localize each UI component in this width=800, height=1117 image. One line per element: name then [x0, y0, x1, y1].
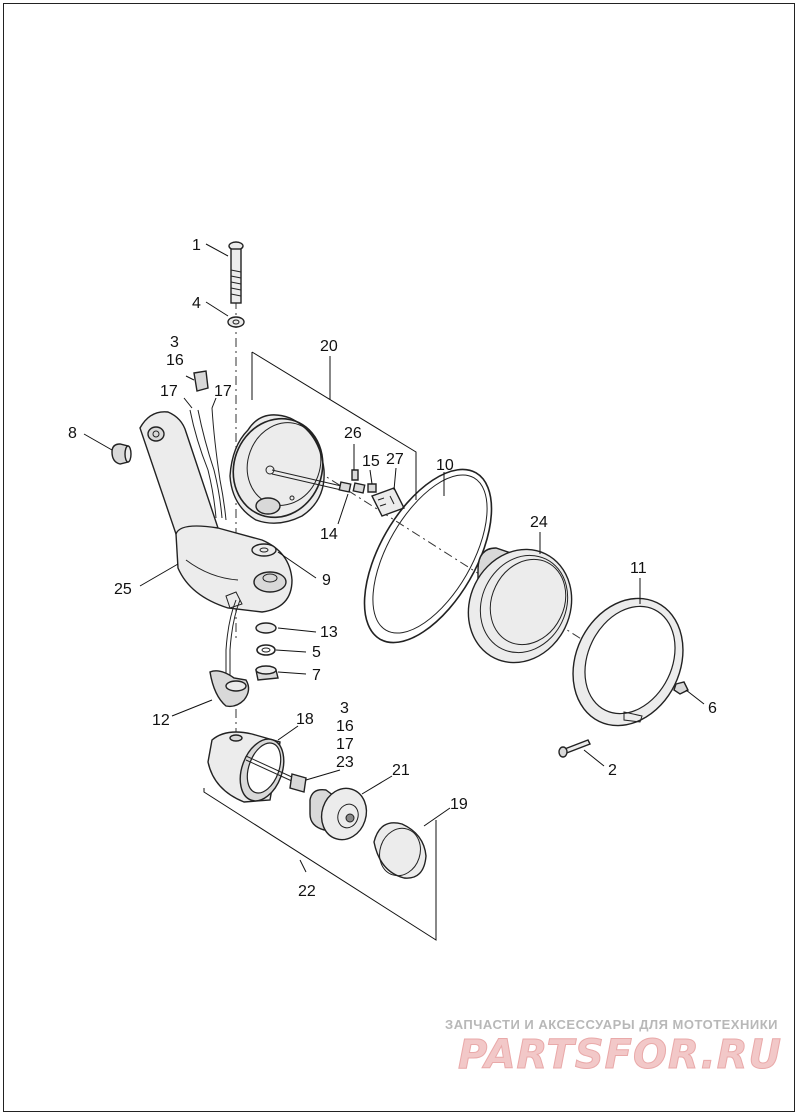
retaining-ring-part-10 — [363, 468, 493, 644]
callout-18: 18 — [296, 711, 314, 728]
callout-9: 9 — [322, 572, 331, 589]
lens-part-19 — [373, 822, 427, 879]
callout-16-top: 16 — [166, 352, 184, 369]
terminals-part-14 — [271, 469, 366, 494]
trim-ring-part-11 — [572, 597, 684, 727]
callout-12: 12 — [152, 712, 170, 729]
signal-housing-part-18 — [207, 731, 285, 803]
connector-part-16 — [193, 370, 209, 392]
screw-part-2 — [558, 739, 591, 758]
nut-part-6 — [673, 681, 689, 695]
washer-part-9 — [251, 543, 277, 557]
callout-23: 23 — [336, 754, 354, 771]
callout-24: 24 — [530, 514, 548, 531]
callout-27: 27 — [386, 451, 404, 468]
callout-3-bottom: 3 — [340, 700, 349, 717]
washer-part-13 — [255, 622, 277, 634]
callout-2: 2 — [608, 762, 617, 779]
callout-22: 22 — [298, 883, 316, 900]
headlamp-shell-part-20 — [229, 414, 325, 524]
headlamp-unit-part-24 — [467, 547, 573, 664]
callout-3-top: 3 — [170, 334, 179, 351]
callout-26: 26 — [344, 425, 362, 442]
wires-part-17 — [189, 407, 241, 680]
callout-17-right: 17 — [214, 383, 232, 400]
callout-labels: 1 4 3 16 17 17 8 20 26 15 27 10 14 24 11… — [68, 237, 717, 900]
wire-connector-part-23 — [245, 755, 307, 793]
callout-17-bottom: 17 — [336, 736, 354, 753]
watermark-logo: PARTSFOR.RU — [457, 1032, 782, 1079]
callout-21: 21 — [392, 762, 410, 779]
callout-7: 7 — [312, 667, 321, 684]
callout-1: 1 — [192, 237, 201, 254]
terminal-part-26 — [351, 469, 359, 481]
callout-17-left: 17 — [160, 383, 178, 400]
headlamp-axis-line — [299, 459, 631, 671]
callout-6: 6 — [708, 700, 717, 717]
callout-11: 11 — [630, 560, 647, 577]
group-bracket-22 — [203, 788, 437, 941]
clamp-part-12 — [209, 670, 250, 708]
diagram-frame — [3, 3, 795, 1112]
callout-25: 25 — [114, 581, 132, 598]
washer-part-4 — [227, 316, 245, 328]
callout-15: 15 — [362, 453, 380, 470]
watermark-tagline: ЗАПЧАСТИ И АКСЕССУАРЫ ДЛЯ МОТОТЕХНИКИ — [445, 1017, 778, 1032]
callout-8: 8 — [68, 425, 77, 442]
callout-4: 4 — [192, 295, 201, 312]
callout-14: 14 — [320, 526, 338, 543]
nut-part-7 — [255, 665, 279, 681]
leader-lines — [83, 243, 705, 873]
callout-5: 5 — [312, 644, 321, 661]
callout-10: 10 — [436, 457, 454, 474]
lockwasher-part-5 — [256, 644, 276, 656]
callout-19: 19 — [450, 796, 468, 813]
terminal-part-15 — [367, 483, 377, 493]
bolt-part-1 — [228, 241, 244, 304]
callout-20: 20 — [320, 338, 338, 355]
acorn-nut-part-8 — [111, 443, 132, 465]
connector-housing-part-27 — [371, 487, 405, 517]
lamp-socket-part-21 — [309, 787, 368, 841]
group-bracket-20 — [251, 351, 417, 500]
callout-16-bottom: 16 — [336, 718, 354, 735]
callout-13: 13 — [320, 624, 338, 641]
